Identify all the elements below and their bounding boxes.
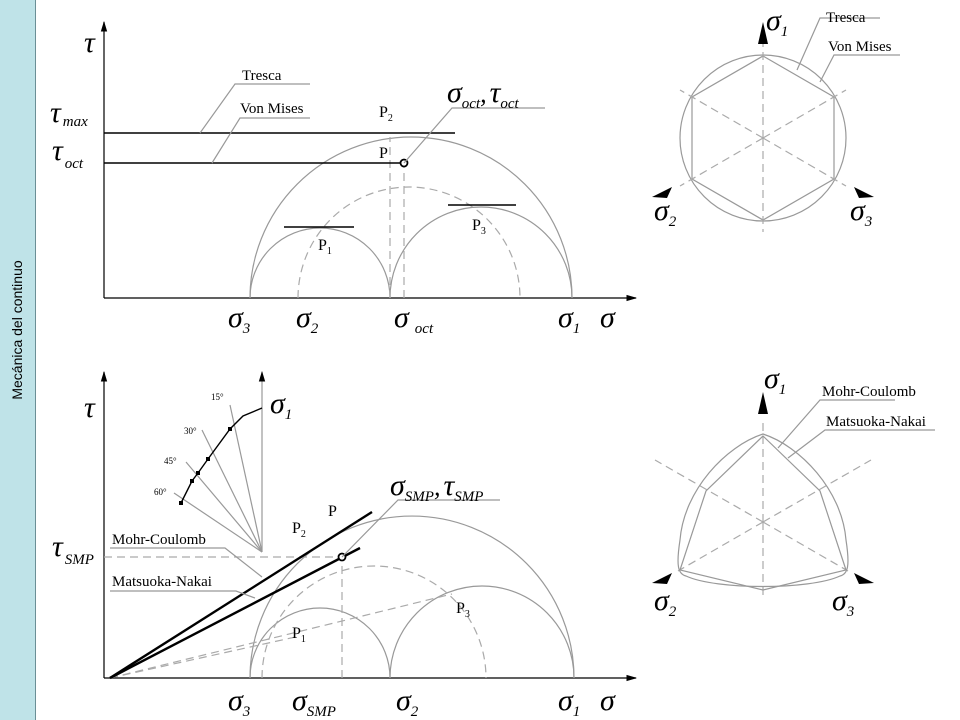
tau-axis-label: τ — [84, 26, 96, 59]
von-mises-leader — [211, 117, 310, 164]
mohr-coulomb-label: Mohr-Coulomb — [822, 384, 916, 400]
mohr-circle-dashed — [261, 565, 487, 679]
matsuoka-nakai-curve — [677, 433, 849, 588]
inset-marker — [190, 479, 194, 483]
sidebar: Mecánica del continuo — [0, 0, 36, 720]
p1-label: P1 — [292, 625, 306, 645]
axis-neg-s3-line — [679, 89, 764, 139]
sigma-axis-label: σ — [600, 684, 616, 717]
bottom-right-deviatoric-plane: Mohr-Coulomb Matsuoka-Nakai σ1 σ2 σ3 — [652, 362, 935, 620]
sigma-2-label: σ2 — [654, 584, 677, 620]
sigma-smp-label: σSMP — [292, 684, 336, 720]
arrow-s1-icon — [758, 22, 768, 44]
p2-label: P2 — [379, 104, 393, 124]
arrow-s3-icon — [854, 187, 874, 198]
inset-angle-60: 60° — [154, 487, 167, 497]
mohr-circle-dashed — [297, 186, 521, 299]
p3-dashed-line — [109, 593, 453, 679]
p-label: P — [328, 503, 337, 520]
p2-label: P2 — [292, 520, 306, 540]
p3-label: P3 — [456, 600, 470, 620]
inset-angle-30: 30° — [184, 426, 197, 436]
von-mises-label: Von Mises — [828, 39, 892, 55]
von-mises-leader — [819, 54, 900, 83]
axis-neg-s2-line — [762, 89, 847, 139]
mohr-circle-small-right — [389, 206, 573, 299]
sigma-1-label: σ1 — [766, 4, 788, 40]
mohr-circle-small-right — [389, 585, 575, 679]
sigma-3-label: σ3 — [850, 194, 872, 230]
matsuoka-nakai-leader — [787, 429, 935, 459]
point-coordinates-label: σoct,τoct — [447, 76, 520, 112]
inset-sigma-1-label: σ1 — [270, 387, 292, 423]
inset-marker — [196, 471, 200, 475]
sigma-3-label: σ3 — [228, 301, 250, 337]
sigma-2-label: σ2 — [296, 301, 319, 337]
sigma-1-label: σ1 — [558, 301, 580, 337]
sigma-3-label: σ3 — [832, 584, 854, 620]
inset-ray-45 — [185, 461, 263, 553]
sigma-2-label: σ2 — [396, 684, 419, 720]
mohr-coulomb-leader — [777, 399, 895, 449]
arrow-s3-icon — [854, 573, 874, 584]
arrow-s2-icon — [652, 187, 672, 198]
mohr-coulomb-line — [109, 510, 373, 680]
p-label: P — [379, 145, 388, 162]
axis-s3-line — [762, 137, 847, 187]
sigma-axis-label: σ — [600, 301, 616, 334]
matsuoka-nakai-leader — [110, 590, 256, 599]
sigma-1-label: σ1 — [764, 362, 786, 398]
axis-neg-s3-line — [654, 459, 764, 523]
point-leader — [403, 107, 545, 164]
point-coordinates-label: σSMP,τSMP — [390, 469, 483, 505]
sigma-2-label: σ2 — [654, 194, 677, 230]
matsuoka-nakai-line — [109, 546, 361, 680]
axis-s2-line — [679, 137, 764, 187]
mohr-coulomb-leader — [110, 547, 263, 578]
axis-s2-line — [677, 521, 764, 572]
arrow-s1-icon — [758, 392, 768, 414]
inset-angle-15: 15° — [211, 392, 224, 402]
matsuoka-nakai-label: Matsuoka-Nakai — [112, 574, 212, 590]
von-mises-label: Von Mises — [240, 101, 304, 117]
tau-axis-label: τ — [84, 391, 96, 424]
arrow-s2-icon — [652, 573, 672, 584]
tresca-label: Tresca — [826, 10, 866, 26]
mohr-coulomb-hexagon — [679, 435, 847, 591]
inset-ray-30 — [201, 429, 263, 553]
matsuoka-nakai-label: Matsuoka-Nakai — [826, 414, 926, 430]
tresca-label: Tresca — [242, 68, 282, 84]
inset-curve — [180, 407, 263, 504]
mohr-coulomb-label: Mohr-Coulomb — [112, 532, 206, 548]
mohr-circle-small-left — [249, 607, 391, 679]
p1-dashed-line — [109, 635, 301, 679]
mohr-circle-small-left — [249, 227, 391, 299]
inset-angle-45: 45° — [164, 456, 177, 466]
tresca-leader — [796, 17, 880, 71]
mohr-circle-large — [249, 136, 573, 299]
inset-ray-15 — [229, 404, 263, 553]
p3-label: P3 — [472, 217, 486, 237]
top-right-deviatoric-plane: Tresca Von Mises σ1 σ2 σ3 — [652, 4, 900, 232]
point-leader — [341, 499, 500, 558]
mohr-circle-large — [249, 515, 575, 679]
sigma-1-label: σ1 — [558, 684, 580, 720]
sigma-3-label: σ3 — [228, 684, 250, 720]
axis-s3-line — [762, 521, 849, 572]
inset-marker — [228, 427, 232, 431]
p1-label: P1 — [318, 237, 332, 257]
inset-marker — [206, 457, 210, 461]
inset-ray-60 — [173, 492, 263, 553]
axis-neg-s2-line — [762, 459, 872, 523]
inset-marker — [179, 501, 183, 505]
tresca-leader — [199, 83, 310, 134]
